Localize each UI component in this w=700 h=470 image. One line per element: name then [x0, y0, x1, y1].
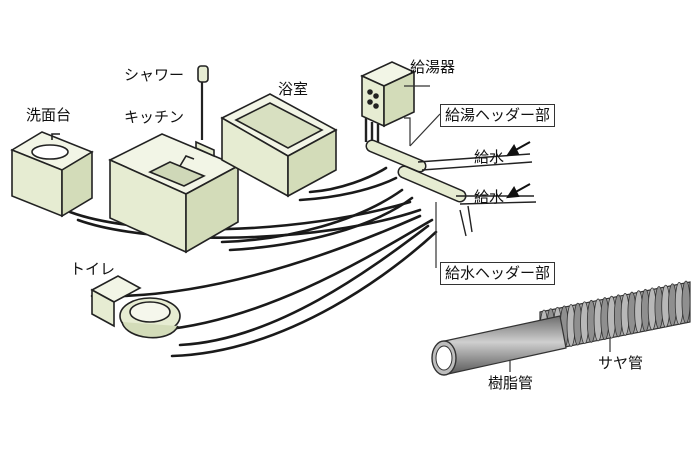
hot-water-header: [365, 139, 427, 173]
kitchen-fixture: [108, 133, 240, 254]
shower-fixture: [195, 65, 215, 158]
toilet-fixture: [90, 275, 181, 339]
hot-water-header-label: 給湯ヘッダー部: [440, 104, 556, 127]
kitchen-label: キッチン: [124, 108, 185, 126]
sheath-rib: [681, 280, 691, 324]
resin-pipe: [439, 315, 567, 375]
sheath-pipe-label: サヤ管: [598, 354, 644, 372]
toilet-label: トイレ: [70, 260, 116, 278]
water-supply-label-1: 給水: [474, 148, 505, 166]
water-supply-header: [397, 165, 467, 203]
bathtub-fixture: [220, 93, 338, 198]
washbasin-label: 洗面台: [26, 106, 72, 124]
water-flow-arrows: [505, 141, 531, 199]
pipe-cross-section: [431, 280, 691, 376]
bathroom-label: 浴室: [278, 80, 309, 98]
water-heater-label: 給湯器: [410, 58, 456, 76]
shower-label: シャワー: [124, 66, 185, 84]
water-heater-unit: [360, 61, 416, 150]
water-supply-label-2: 給水: [474, 188, 505, 206]
sheath-pipe: [539, 280, 691, 353]
washbasin-fixture: [10, 131, 94, 218]
water-supply-header-label: 給水ヘッダー部: [440, 262, 556, 285]
resin-pipe-label: 樹脂管: [488, 374, 534, 392]
